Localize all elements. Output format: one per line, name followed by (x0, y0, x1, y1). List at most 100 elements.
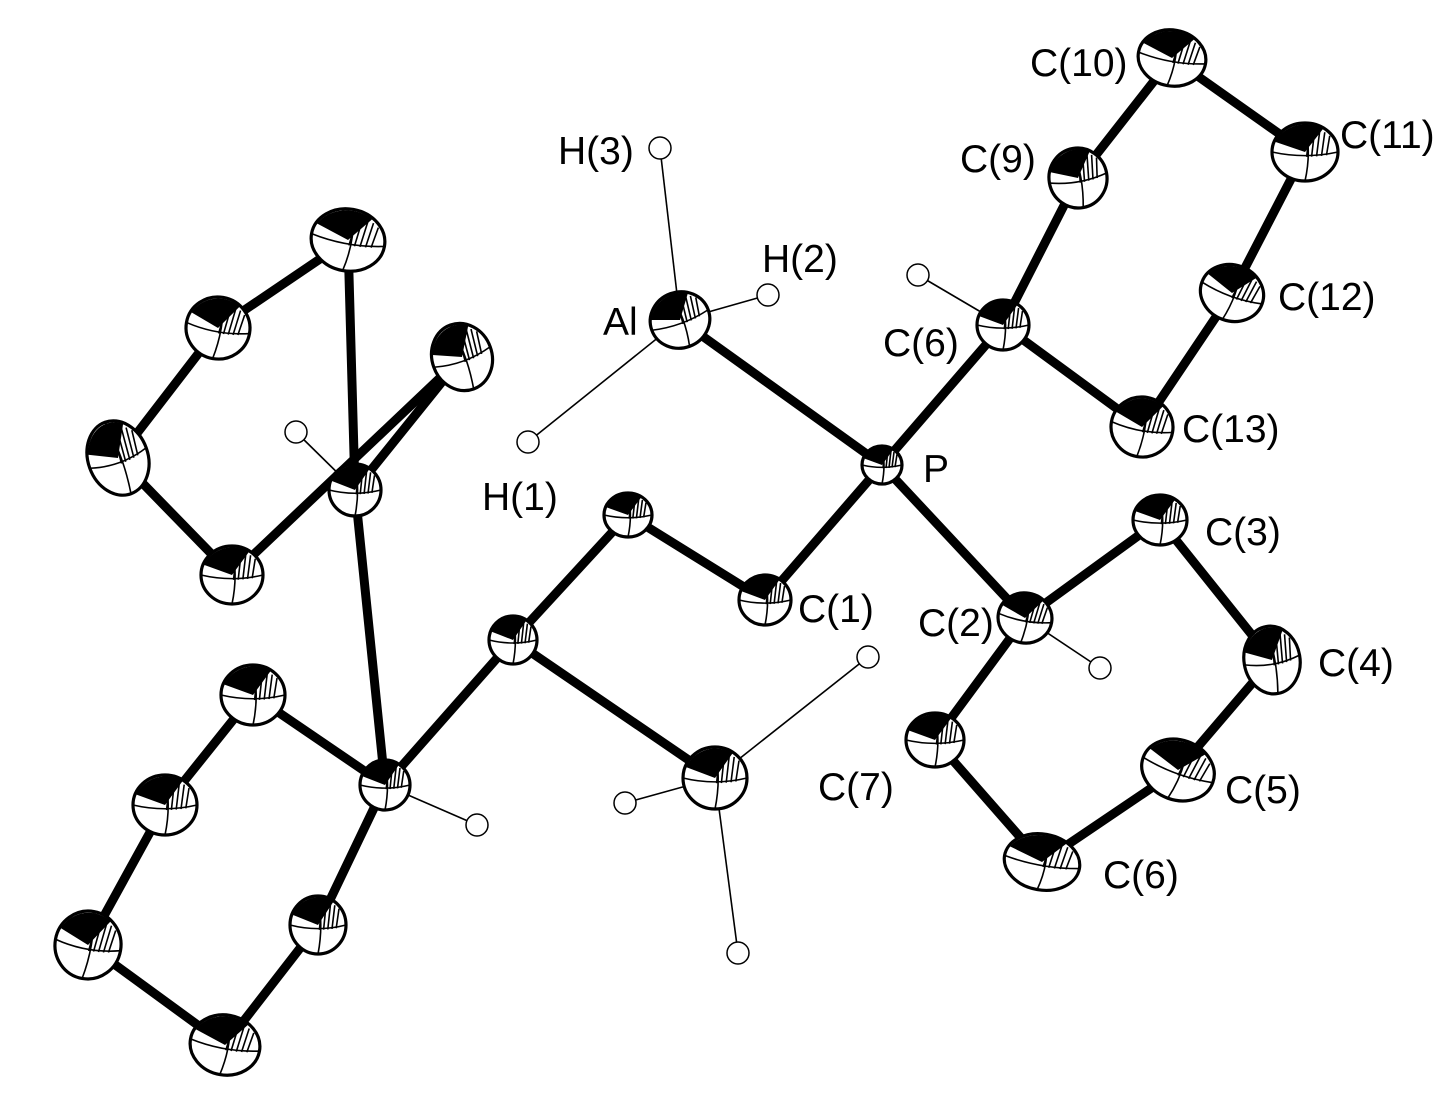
atom-c12-axis-v (1221, 266, 1243, 320)
atom-u1-hatch (359, 219, 370, 248)
atom-c9-hatch (1081, 152, 1086, 182)
atom-c5-ellipsoid (1140, 737, 1216, 803)
atom-c4-hatch (1279, 632, 1284, 664)
atom-l4-hatch (246, 1032, 255, 1053)
atom-c4-hatch (1274, 631, 1280, 665)
atom-u5-axis-v (449, 324, 475, 390)
atom-cme-hatch (720, 752, 726, 784)
atom-hu-sphere (284, 420, 308, 444)
atom-c6-hatch (1011, 305, 1016, 329)
atom-l4-ellipsoid (188, 1013, 262, 1077)
atom-u4-ellipsoid (199, 544, 265, 606)
atom-u1-ellipsoid (309, 207, 387, 273)
atom-cm-hatch (392, 765, 398, 789)
atom-c13-hatch (1160, 414, 1169, 435)
atom-l1-axis-v (252, 664, 257, 726)
atom-c2-octant (1002, 594, 1044, 618)
label-c5: C(5) (1225, 769, 1301, 812)
atom-l3-ellipsoid (53, 909, 123, 981)
atom-u2-hatch (227, 307, 238, 335)
atom-c12-ellipsoid (1198, 262, 1266, 324)
atom-c5-hatch (1198, 763, 1211, 782)
atom-c6-hatch (1019, 310, 1024, 328)
label-c1: C(1) (798, 588, 874, 631)
atom-h3-sphere (648, 136, 672, 160)
bond-p-c6 (877, 320, 1008, 470)
atom-c6r-axis-h (1004, 854, 1080, 870)
atom-c11-ellipsoid (1270, 121, 1340, 183)
atom-l1-ellipsoid (219, 663, 287, 727)
atom-cme-axis-v (714, 746, 719, 810)
atom-cb-hatch (524, 623, 529, 644)
bond-p-c1 (760, 460, 887, 605)
atom-c5-hatch (1193, 758, 1207, 781)
bond-al-p (675, 315, 887, 470)
atom-c1-hatch (773, 580, 778, 604)
atom-u4-hatch (251, 558, 257, 579)
atom-c12-hatch (1235, 274, 1250, 300)
atom-c2-hatch (1041, 607, 1049, 625)
bond-cu-u1 (343, 235, 360, 495)
label-c6r: C(6) (1103, 854, 1179, 897)
atom-p-ellipsoid (860, 444, 904, 486)
atom-c12-hatch (1249, 286, 1261, 304)
atom-c10-hatch (1177, 37, 1187, 64)
atom-c13-ellipsoid (1109, 395, 1175, 459)
atom-c4-hatch (1283, 634, 1288, 663)
atom-c5-hatch (1187, 753, 1203, 780)
atom-l2-ellipsoid (131, 773, 199, 837)
atom-u2-ellipsoid (184, 295, 252, 361)
atom-cme-hatch (735, 760, 740, 782)
h-bond-al-h1 (527, 319, 681, 443)
label-c2: C(2) (918, 602, 994, 645)
label-c7: C(7) (818, 766, 894, 809)
atom-c3-axis-h (1132, 519, 1188, 524)
atom-cme-hatch (725, 754, 731, 783)
label-p: P (923, 448, 949, 491)
bond-p-c2 (877, 460, 1030, 623)
atom-ca-hatch (632, 497, 636, 519)
atom-c3-axis-v (1159, 494, 1164, 546)
atom-l2-hatch (180, 784, 185, 810)
atoms-layer (53, 28, 1340, 1077)
atom-cu-ellipsoid (327, 462, 383, 518)
atom-al-hatch (679, 295, 688, 323)
atom-u1-hatch (370, 227, 380, 248)
atom-c9-axis-h (1049, 172, 1107, 185)
atom-c4-axis-v (1265, 626, 1279, 694)
bond-cb-cm (380, 635, 518, 790)
atom-cme-axis-h (682, 777, 748, 783)
atom-cu-hatch (363, 470, 368, 495)
atom-al-ellipsoid (648, 290, 712, 350)
atom-u3-hatch (115, 425, 127, 462)
atom-u5-hatch (475, 331, 483, 355)
atom-cm-hatch (400, 770, 405, 788)
atom-l5-hatch (331, 905, 336, 930)
atom-cme-hatch (730, 756, 735, 783)
atom-l4-hatch (230, 1022, 241, 1052)
atom-l5-hatch (327, 902, 332, 930)
atom-l5-ellipsoid (288, 894, 348, 956)
atom-c10-octant (1143, 31, 1195, 58)
atom-l3-axis-h (55, 938, 121, 952)
atom-al-octant (651, 292, 688, 321)
atom-h2-sphere (756, 283, 780, 307)
label-h1: H(1) (482, 476, 558, 519)
label-h2: H(2) (762, 238, 838, 281)
atom-p-axis-h (861, 464, 903, 469)
atom-c2-hatch (1032, 601, 1042, 624)
atom-c10-hatch (1192, 46, 1201, 66)
atom-c1-octant (741, 576, 780, 600)
atom-c3-octant (1135, 496, 1175, 520)
label-c9: C(9) (960, 138, 1036, 181)
atom-l4-axis-h (190, 1038, 260, 1052)
atom-c11-hatch (1320, 132, 1326, 157)
atom-u5-ellipsoid (429, 321, 495, 393)
atom-c7-axis-v (934, 712, 939, 768)
atom-c5-axis-v (1167, 741, 1190, 799)
atom-c1-hatch (777, 582, 782, 604)
atom-c6-axis-v (1002, 299, 1007, 351)
atom-u4-axis-v (231, 545, 236, 605)
bond-cb-cme (508, 635, 720, 783)
